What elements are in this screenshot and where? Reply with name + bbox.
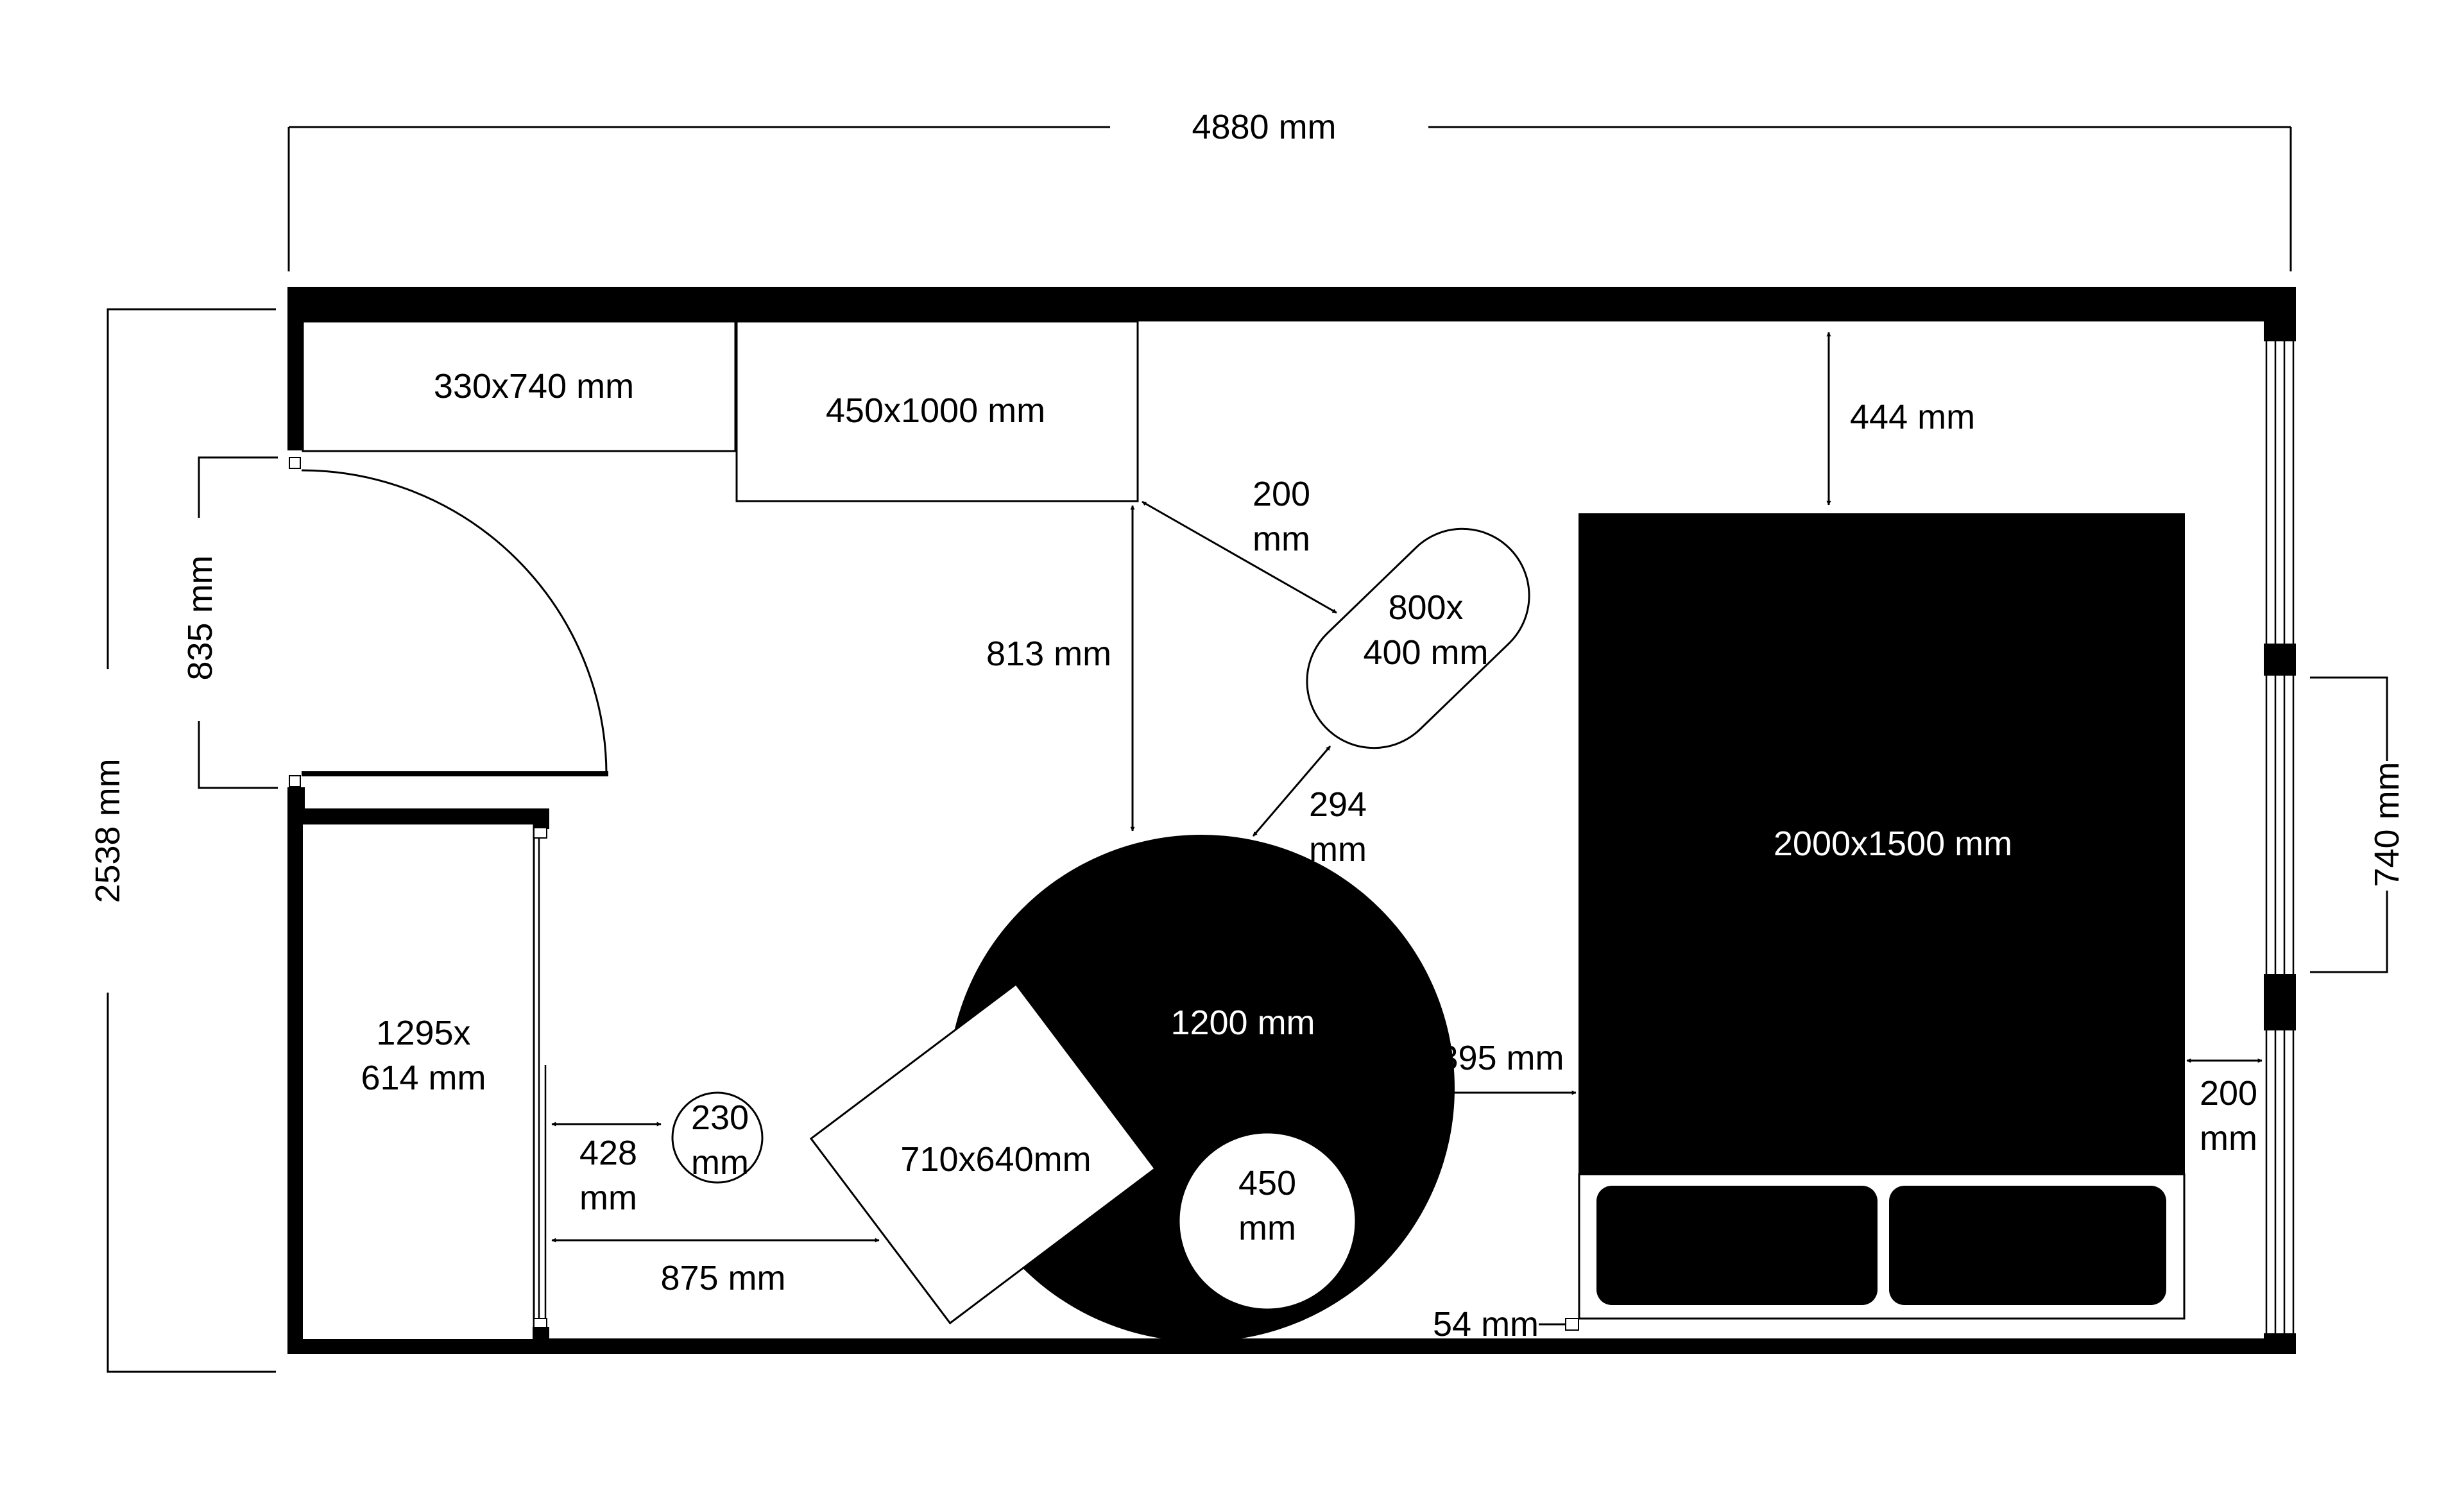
overall-width-dimension [287, 126, 2292, 271]
bed-pillow-right [1889, 1186, 2166, 1305]
bed-label: 2000x1500 mm [1774, 824, 2012, 863]
bed-to-wall-label: 444 mm [1850, 398, 1975, 436]
window-glazing [2265, 341, 2295, 1333]
rug-label: 710x640mm [900, 1140, 1091, 1179]
desk-label: 450x1000 mm [826, 391, 1045, 430]
round-table-label: 1200 mm [1170, 1003, 1315, 1042]
wardrobe [302, 808, 549, 1340]
walls [287, 287, 2296, 1354]
bed-pillow-left [1596, 1186, 1878, 1305]
overall-height-dimension [107, 308, 276, 1373]
bed [1578, 513, 2186, 1320]
cabinet-top-left-label: 330x740 mm [434, 367, 634, 406]
measurement-arrows [551, 332, 2263, 1331]
oval-table [1306, 527, 1530, 749]
door-width-dimension [198, 456, 278, 789]
cabinet-top-left [302, 320, 737, 452]
wardrobe-to-rug-label: 875 mm [660, 1259, 785, 1297]
round-to-bed-label: 395 mm [1439, 1039, 1564, 1077]
rug [809, 982, 1157, 1325]
door-width-label: 835 mm [181, 555, 219, 680]
desk-to-round-table-label: 813 mm [986, 635, 1111, 673]
bed-gap-bottom-label: 54 mm [1433, 1305, 1539, 1344]
small-table [1177, 1131, 1357, 1311]
window-width-dimension [2310, 676, 2388, 973]
overall-width-label: 4880 mm [1192, 108, 1336, 146]
stool [671, 1091, 764, 1184]
window-width-label: 740 mm [2368, 762, 2406, 887]
desk [735, 320, 1139, 502]
door [301, 469, 608, 776]
overall-height-label: 2538 mm [89, 758, 127, 903]
